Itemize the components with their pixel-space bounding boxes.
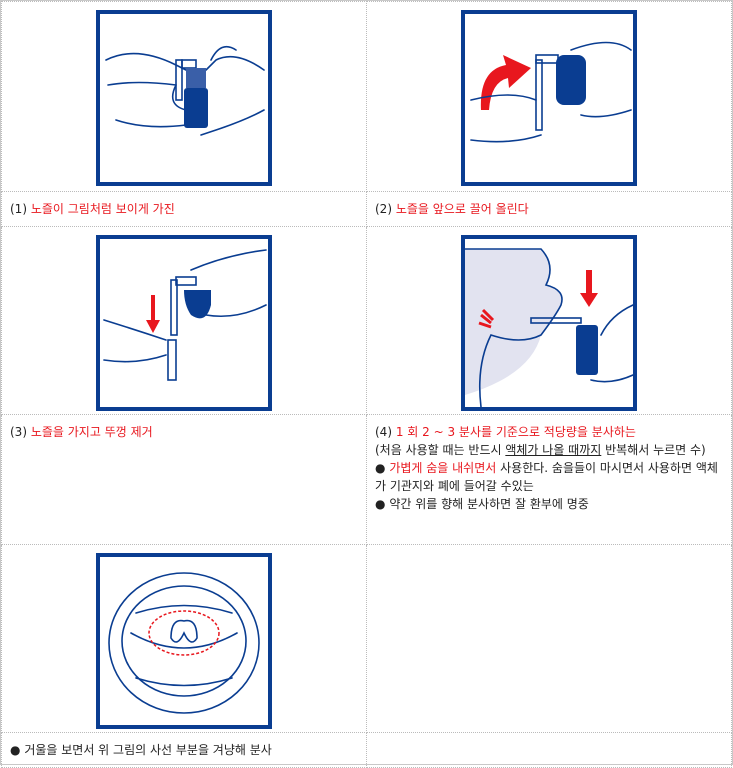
bullet-text: 사용한다. 숨을들이 마시면서 사용하면 액체가 기관지와 폐에 들어갈 수있는 — [375, 461, 718, 493]
mouth-illustration — [96, 553, 272, 729]
bullet-text: 약간 위를 향해 분사하면 잘 환부에 명중 — [389, 497, 589, 511]
first-use-note: (처음 사용할 때는 반드시 액체가 나올 때까지 반복해서 누르면 수) — [375, 441, 723, 459]
note-underlined: 액체가 나올 때까지 — [505, 443, 602, 457]
step2-image-cell — [366, 1, 732, 192]
step-text: 노즐이 그림처럼 보이게 가진 — [30, 202, 175, 216]
step-text: 노즐을 앞으로 끌어 올린다 — [395, 202, 529, 216]
step3-image-cell — [1, 226, 367, 415]
bullet-icon: ● — [375, 461, 386, 475]
note-text: 반복해서 누르면 수) — [601, 443, 706, 457]
step5-image-cell — [1, 544, 367, 733]
step1-illustration — [96, 10, 272, 186]
empty-cell — [366, 732, 732, 768]
step2-caption: (2) 노즐을 앞으로 끌어 올린다 — [366, 191, 732, 227]
step-text: 1 회 2 ~ 3 분사를 기준으로 적당량을 분사하는 — [395, 425, 636, 439]
step4-illustration — [461, 235, 637, 411]
bullet-highlight: 가볍게 숨을 내쉬면서 — [389, 461, 497, 475]
bullet-text: 거울을 보면서 위 그림의 사선 부분을 겨냥해 분사 — [24, 743, 272, 757]
step3-caption: (3) 노즐을 가지고 뚜껑 제거 — [1, 414, 367, 545]
step-number: (4) — [375, 425, 392, 439]
step3-illustration — [96, 235, 272, 411]
step-number: (1) — [10, 202, 27, 216]
step-text: 노즐을 가지고 뚜껑 제거 — [30, 425, 153, 439]
step4-caption: (4) 1 회 2 ~ 3 분사를 기준으로 적당량을 분사하는 (처음 사용할… — [366, 414, 732, 545]
bullet-icon: ● — [375, 497, 386, 511]
step1-caption: (1) 노즐이 그림처럼 보이게 가진 — [1, 191, 367, 227]
step-number: (3) — [10, 425, 27, 439]
bullet-exhale: ● 가볍게 숨을 내쉬면서 사용한다. 숨을들이 마시면서 사용하면 액체가 기… — [375, 459, 723, 495]
step4-image-cell — [366, 226, 732, 415]
step-number: (2) — [375, 202, 392, 216]
bullet-icon: ● — [10, 743, 21, 757]
empty-cell — [366, 544, 732, 733]
step1-image-cell — [1, 1, 367, 192]
step5-caption: ● 거울을 보면서 위 그림의 사선 부분을 겨냥해 분사 — [1, 732, 367, 768]
note-text: (처음 사용할 때는 반드시 — [375, 443, 506, 457]
bullet-aim: ● 약간 위를 향해 분사하면 잘 환부에 명중 — [375, 495, 723, 513]
step2-illustration — [461, 10, 637, 186]
